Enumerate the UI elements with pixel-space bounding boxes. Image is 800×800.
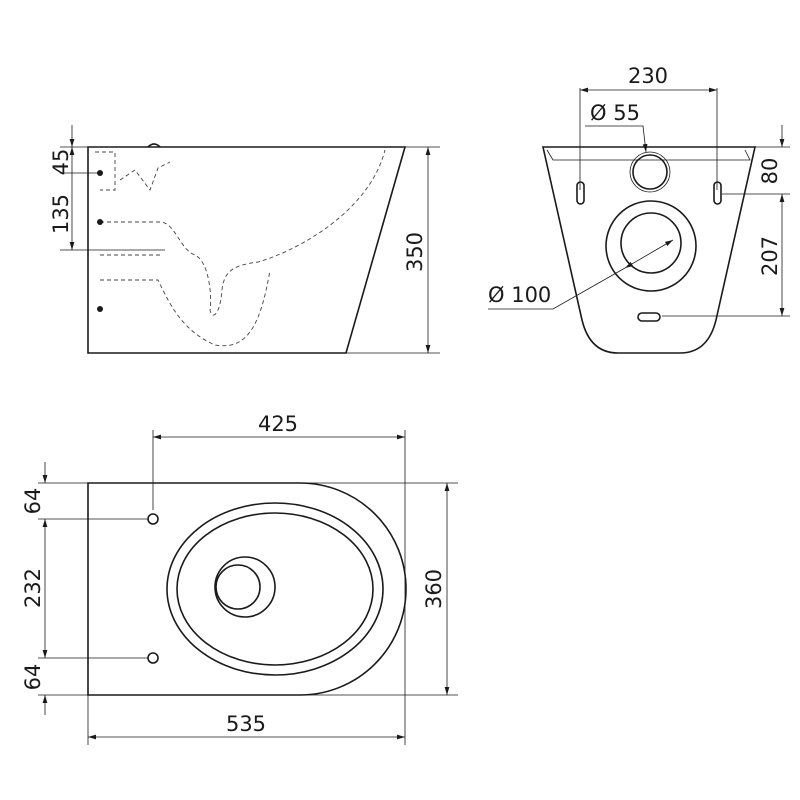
front-outline [541,146,757,354]
dim-64-top: 64 [21,488,45,515]
top-outline [87,482,407,696]
side-hidden-lines [100,161,271,347]
dim-425: 425 [258,412,298,436]
inlet-55 [632,154,668,190]
bowl-inner [176,512,374,666]
side-bolt [147,143,161,148]
top-view: 425 535 360 64 232 64 [21,412,458,745]
drain-outer [214,556,276,618]
dim-64-bottom: 64 [21,664,45,691]
dim-360: 360 [422,569,446,609]
bowl-rim [166,502,384,676]
dim-inlet-55: Ø 55 [590,101,640,125]
dim-232: 232 [21,568,45,608]
dim-230: 230 [628,64,668,88]
drain-inner [215,564,261,610]
fixing-hole [147,513,159,525]
dim-350: 350 [403,232,427,272]
front-view: 230 Ø 55 Ø 100 80 207 [488,64,790,354]
fixing-slot [576,181,585,205]
dim-45: 45 [49,149,73,176]
outlet-ring [605,200,697,292]
side-trap-path [95,149,386,316]
side-view: 45 135 350 [49,125,440,354]
outlet-100 [620,212,682,274]
fixing-hole [147,652,159,664]
drain-slot [637,312,661,322]
fixing-slot [713,181,722,205]
dim-135: 135 [49,194,73,234]
dim-80: 80 [758,158,782,185]
dim-207: 207 [758,236,782,276]
side-hole [97,306,103,312]
dim-535: 535 [226,712,266,736]
dim-outlet-100: Ø 100 [488,283,551,307]
side-hole [97,219,103,225]
